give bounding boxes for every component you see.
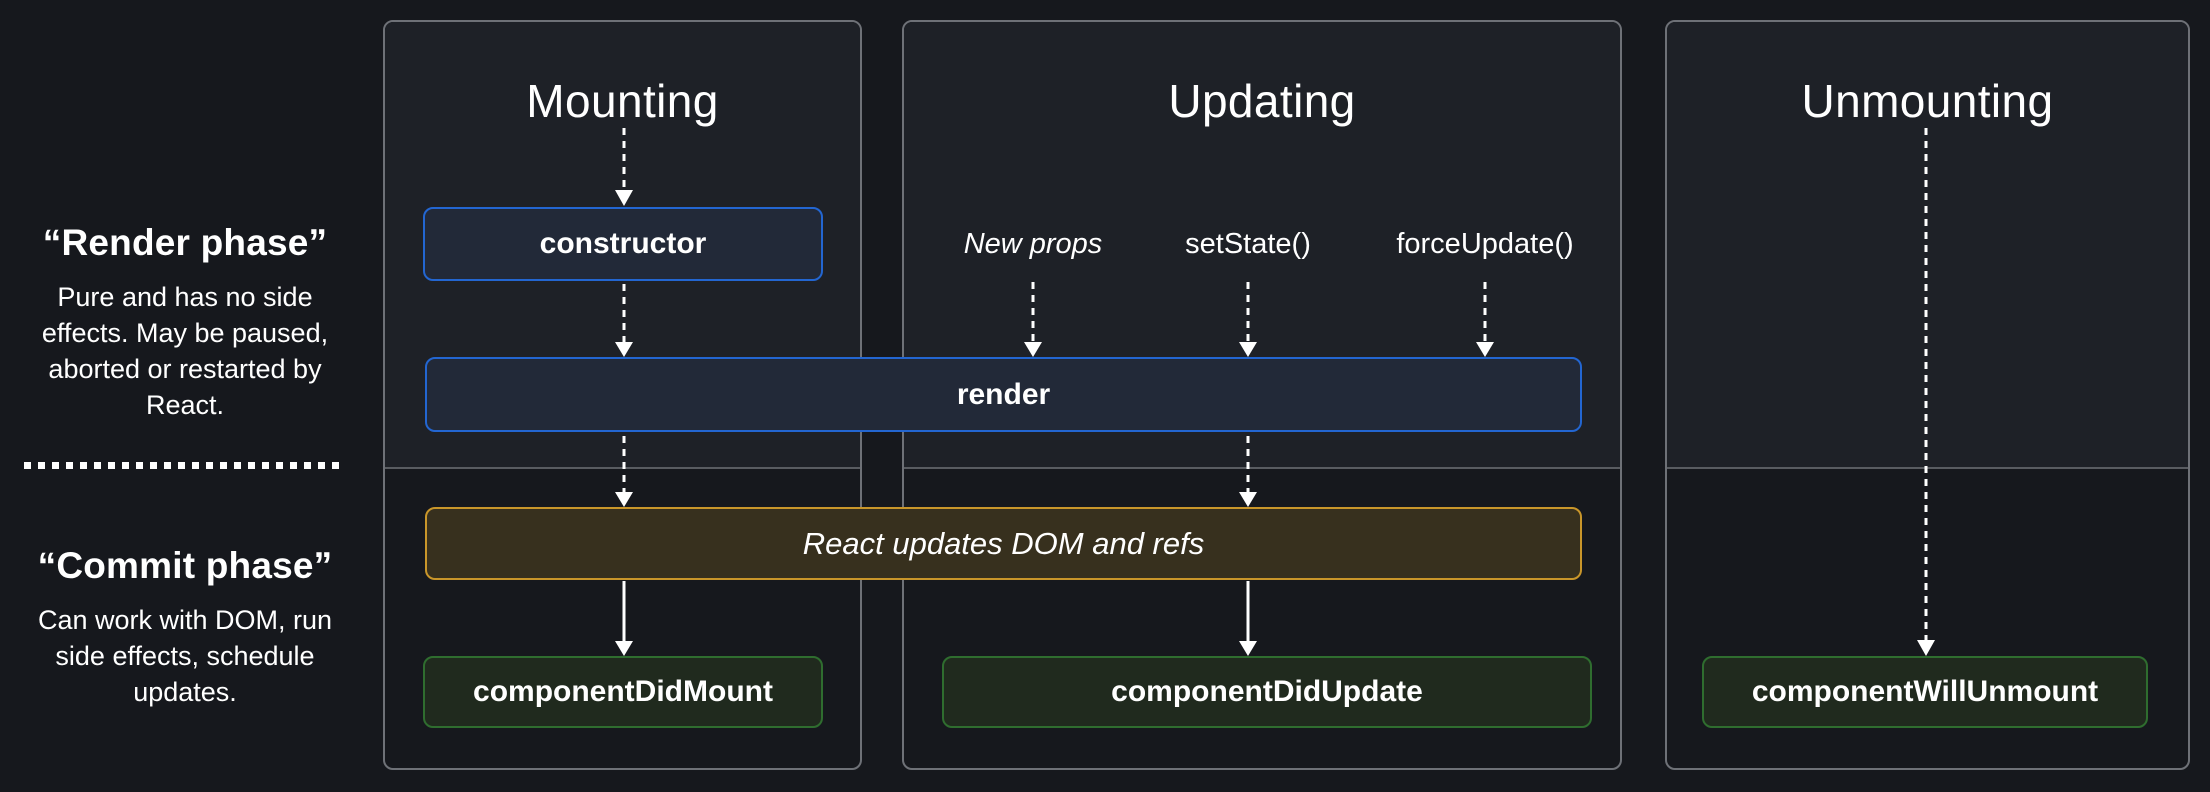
- trigger-new-props: New props: [963, 228, 1103, 260]
- unmounting-panel-title: Unmounting: [1801, 75, 2054, 127]
- constructor-box[interactable]: constructor: [423, 207, 823, 281]
- commit-phase-title: “Commit phase”: [37, 545, 333, 586]
- render-box[interactable]: render: [425, 357, 1582, 432]
- render-phase-title: “Render phase”: [42, 222, 328, 263]
- react-updates-dom-box: React updates DOM and refs: [425, 507, 1582, 580]
- component-did-mount-box[interactable]: componentDidMount: [423, 656, 823, 728]
- commit-phase-description: Can work with DOM, run side effects, sch…: [37, 605, 333, 707]
- updating-panel-title: Updating: [1168, 75, 1356, 127]
- phase-dotted-divider: [24, 462, 344, 469]
- unmounting-panel: Unmounting: [1665, 20, 2190, 770]
- component-will-unmount-box[interactable]: componentWillUnmount: [1702, 656, 2148, 728]
- component-did-update-box[interactable]: componentDidUpdate: [942, 656, 1592, 728]
- render-phase-description: Pure and has no side effects. May be pau…: [41, 282, 329, 420]
- commit-phase-note: “Commit phase” Can work with DOM, run si…: [18, 545, 352, 710]
- unmounting-render-phase-section: [1667, 22, 2188, 469]
- trigger-force-update: forceUpdate(): [1396, 228, 1574, 260]
- trigger-set-state: setState(): [1185, 228, 1311, 260]
- mounting-panel-title: Mounting: [526, 75, 719, 127]
- render-phase-note: “Render phase” Pure and has no side effe…: [18, 222, 352, 423]
